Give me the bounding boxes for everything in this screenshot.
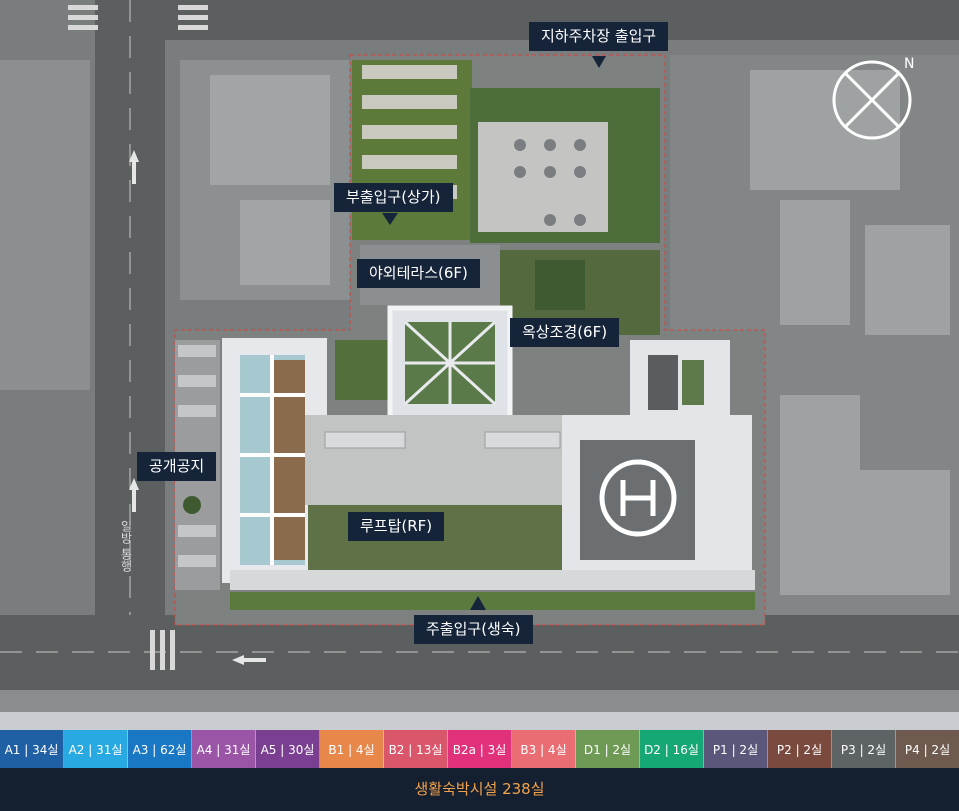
legend-chip: B2a | 3실 <box>448 730 512 768</box>
legend-chip: D2 | 16실 <box>640 730 704 768</box>
legend-chip: A4 | 31실 <box>192 730 256 768</box>
site-plan-drawing: N <box>0 0 959 712</box>
helipad-circle <box>599 459 677 537</box>
legend-chip: A2 | 31실 <box>64 730 128 768</box>
parking-entrance-label: 지하주차장 출입구 <box>529 22 669 51</box>
legend-chip: P3 | 2실 <box>832 730 896 768</box>
outdoor-terrace-label: 야외테라스(6F) <box>357 259 480 288</box>
roof-landscape-label: 옥상조경(6F) <box>510 318 620 347</box>
public-space-label: 공개공지 <box>137 452 217 481</box>
total-units-text: 생활숙박시설 238실 <box>414 780 545 798</box>
road-west <box>95 0 165 712</box>
legend-chip: B3 | 4실 <box>512 730 576 768</box>
legend-chip: B2 | 13실 <box>384 730 448 768</box>
sub-entrance-label: 부출입구(상가) <box>334 183 453 212</box>
block-west <box>0 60 90 390</box>
rooftop-label: 루프탑(RF) <box>348 512 445 541</box>
legend-chip: B1 | 4실 <box>320 730 384 768</box>
triangle-down-icon <box>382 56 606 610</box>
oneway-street-text: 일방 통행 <box>119 520 133 572</box>
legend-chip: A5 | 30실 <box>256 730 320 768</box>
legend-top-band <box>0 712 959 730</box>
svg-text:N: N <box>904 56 914 72</box>
main-entrance-label: 주출입구(생숙) <box>414 615 533 644</box>
rooftop-roof <box>305 415 565 505</box>
legend-chip: P1 | 2실 <box>704 730 768 768</box>
site-plan-map: N 지하주차장 출입구 부출입구(상가) 야외테라스(6F) 옥상조경(6F) … <box>0 0 959 712</box>
legend-chip: A3 | 62실 <box>128 730 192 768</box>
garden-north <box>352 60 472 240</box>
traffic-arrow-icons <box>129 150 266 665</box>
legend-chip: P2 | 2실 <box>768 730 832 768</box>
garden-south <box>230 592 755 610</box>
legend-chip: D1 | 2실 <box>576 730 640 768</box>
legend-chip: A1 | 34실 <box>0 730 64 768</box>
compass-icon: N <box>832 56 914 140</box>
legend-chip: P4 | 2실 <box>896 730 959 768</box>
